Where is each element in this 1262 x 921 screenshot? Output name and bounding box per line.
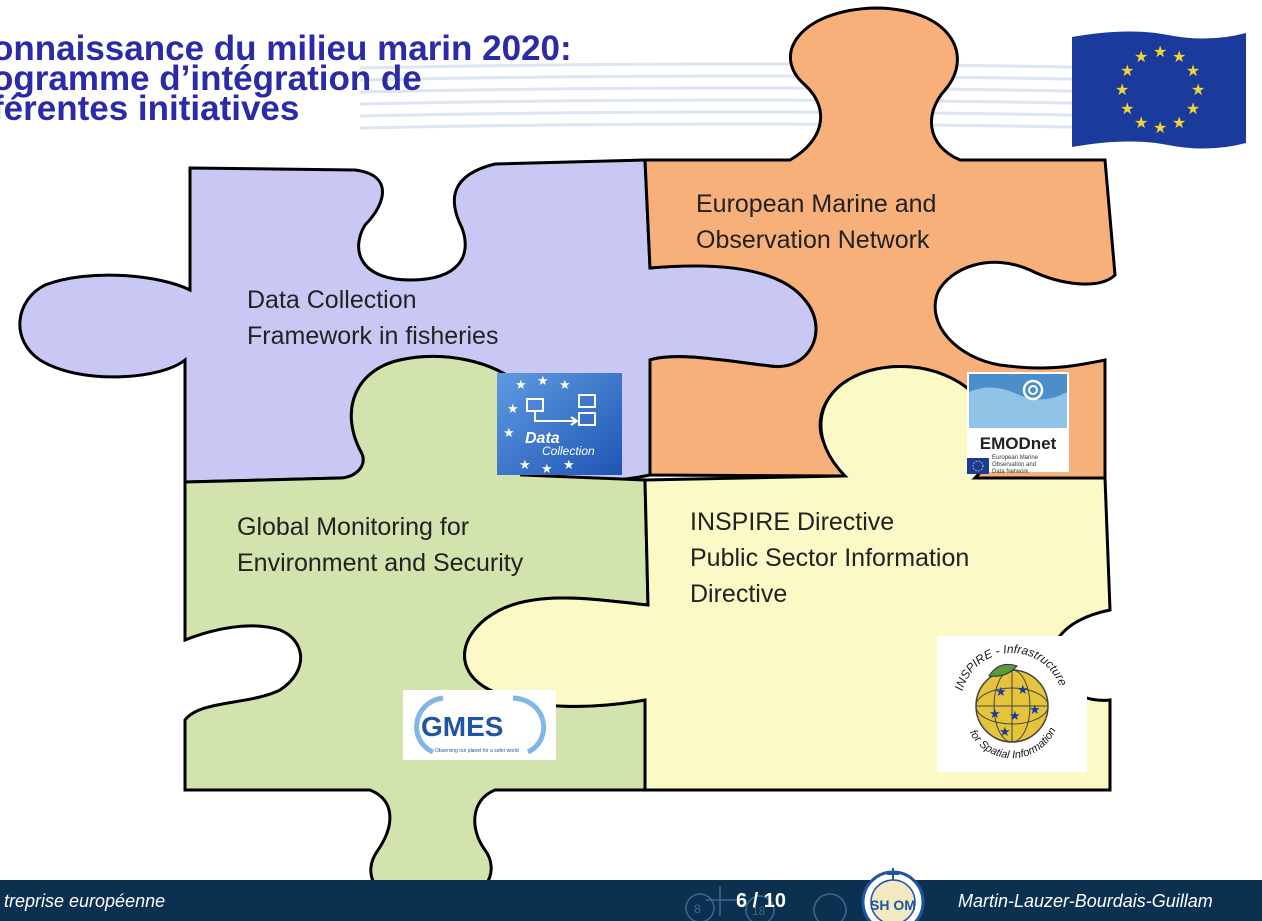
emodnet-logo-name: EMODnet bbox=[979, 434, 1057, 453]
gmes-logo-tagline: Observing our planet for a safer world bbox=[435, 748, 519, 754]
gmes-line-2: Environment and Security bbox=[237, 549, 524, 577]
title-line-1: onnaissance du milieu marin 2020: bbox=[0, 29, 572, 68]
gmes-logo-name: GMES bbox=[421, 711, 503, 742]
footer-watermark-2: 18 bbox=[752, 904, 766, 918]
data-collection-line-1: Data Collection bbox=[247, 286, 417, 314]
eu-star-icon: ★ bbox=[1134, 113, 1148, 132]
svg-text:★: ★ bbox=[559, 378, 571, 393]
shom-logo: SH OM bbox=[861, 868, 925, 921]
footer-authors: Martin-Lauzer-Bourdais-Guillam bbox=[958, 891, 1213, 911]
eu-star-icon: ★ bbox=[1186, 99, 1200, 118]
eu-star-icon: ★ bbox=[1186, 61, 1200, 80]
svg-text:★: ★ bbox=[541, 462, 553, 475]
eu-star-icon: ★ bbox=[1134, 47, 1148, 66]
emodnet-tagline-2: Observation and bbox=[992, 462, 1037, 468]
emodnet-line-1: European Marine and bbox=[696, 190, 937, 218]
inspire-line-2: Public Sector Information bbox=[690, 544, 970, 572]
emodnet-wave-icon bbox=[969, 374, 1067, 428]
emodnet-tagline-3: Data Network bbox=[992, 469, 1029, 475]
svg-text:★: ★ bbox=[1009, 709, 1021, 724]
data-collection-line-2: Framework in fisheries bbox=[247, 322, 499, 350]
title-stripes bbox=[360, 62, 1120, 130]
footer-watermark: 8 18 bbox=[685, 886, 847, 921]
svg-text:★: ★ bbox=[503, 426, 515, 441]
svg-text:★: ★ bbox=[507, 402, 519, 417]
shom-logo-text: SH OM bbox=[870, 897, 916, 913]
eu-star-icon: ★ bbox=[1191, 80, 1205, 99]
svg-text:★: ★ bbox=[989, 707, 1001, 722]
eu-star-icon: ★ bbox=[1115, 80, 1129, 99]
puzzle-piece-emodnet bbox=[643, 6, 1117, 480]
emodnet-logo: EMODnet European Marine Observation and … bbox=[967, 372, 1069, 475]
emodnet-line-2: Observation Network bbox=[696, 226, 930, 254]
slide-title: onnaissance du milieu marin 2020: ogramm… bbox=[0, 29, 712, 128]
eu-star-icon: ★ bbox=[1172, 47, 1186, 66]
inspire-label: INSPIRE Directive Public Sector Informat… bbox=[690, 504, 969, 612]
eu-flag-icon: ★★★★★★★★★★★★ bbox=[1072, 31, 1246, 149]
gmes-line-1: Global Monitoring for bbox=[237, 513, 470, 541]
dc-logo-word2: Collection bbox=[542, 444, 595, 458]
eu-star-icon: ★ bbox=[1120, 61, 1134, 80]
gmes-logo: GMES Observing our planet for a safer wo… bbox=[403, 690, 556, 760]
data-collection-logo: ★ ★ ★ ★ ★ ★ ★ ★ Data Collection bbox=[497, 373, 622, 475]
eu-star-icon: ★ bbox=[1153, 118, 1167, 137]
footer-bar: 8 18 treprise européenne 6 / 10 bbox=[0, 880, 1262, 921]
page-number: 6 / 10 bbox=[736, 890, 787, 912]
eu-star-icon: ★ bbox=[1172, 113, 1186, 132]
svg-text:★: ★ bbox=[995, 685, 1007, 700]
svg-text:★: ★ bbox=[563, 458, 575, 473]
svg-text:★: ★ bbox=[515, 378, 527, 393]
inspire-logo: INSPIRE - Infrastructure for Spatial Inf… bbox=[937, 636, 1087, 772]
emodnet-label: European Marine and Observation Network bbox=[696, 186, 936, 258]
dc-logo-word1: Data bbox=[525, 430, 560, 447]
eu-star-icon: ★ bbox=[1120, 99, 1134, 118]
svg-text:★: ★ bbox=[519, 458, 531, 473]
svg-text:★: ★ bbox=[1017, 683, 1029, 698]
footer-watermark-1: 8 bbox=[694, 902, 701, 916]
title-line-2: ogramme d’intégration de bbox=[0, 59, 422, 98]
eu-mini-flag-icon bbox=[967, 457, 989, 474]
gmes-label: Global Monitoring for Environment and Se… bbox=[237, 509, 523, 581]
svg-text:★: ★ bbox=[999, 725, 1011, 740]
data-collection-label: Data Collection Framework in fisheries bbox=[247, 282, 498, 354]
eu-star-icon: ★ bbox=[1153, 42, 1167, 61]
svg-text:★: ★ bbox=[1029, 703, 1041, 718]
title-line-3: férentes initiatives bbox=[0, 89, 300, 128]
svg-text:★: ★ bbox=[537, 374, 549, 389]
inspire-line-1: INSPIRE Directive bbox=[690, 508, 895, 536]
emodnet-tagline-1: European Marine bbox=[992, 455, 1039, 461]
footer-left-text: treprise européenne bbox=[4, 891, 166, 911]
inspire-line-3: Directive bbox=[690, 580, 788, 608]
